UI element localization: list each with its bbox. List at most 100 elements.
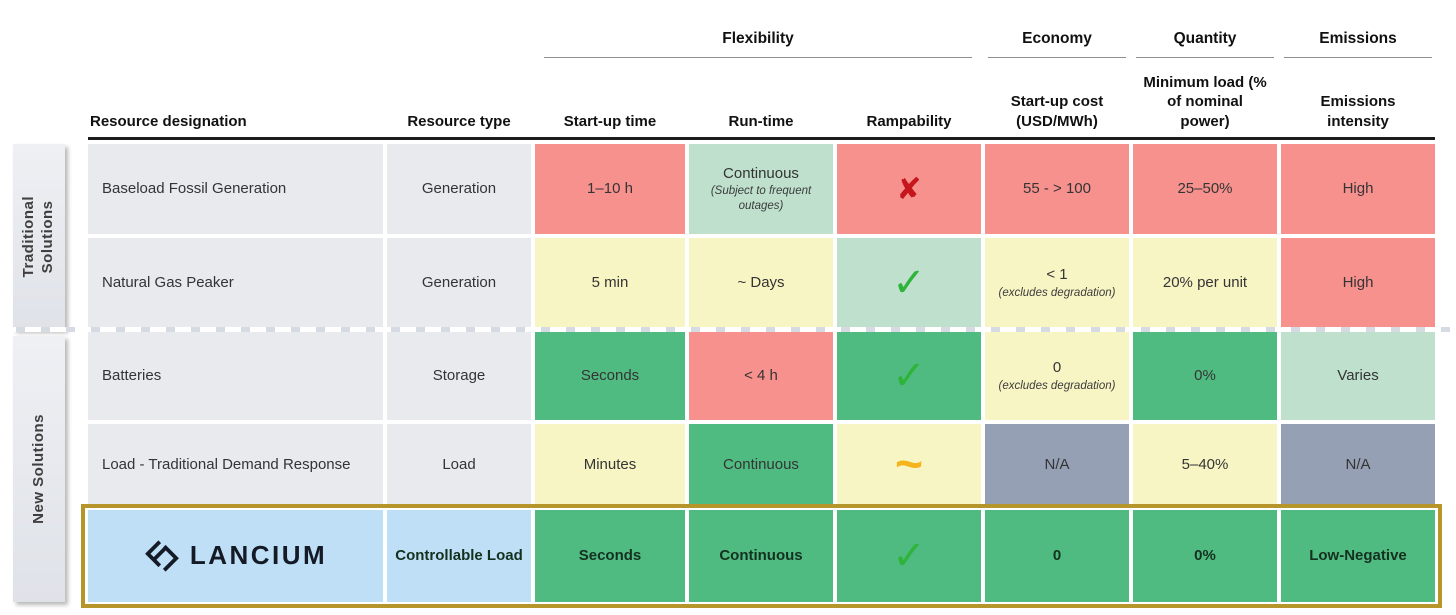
cell-text: High (1342, 274, 1374, 292)
table-cell: Continuous (Subject to frequent outages) (689, 144, 833, 234)
cell-text: ~ Days (737, 274, 785, 292)
table-cell: ✘ (837, 144, 981, 234)
table-cell: 0 (985, 510, 1129, 602)
table-cell: ~ Days (689, 238, 833, 328)
cell-text: Minutes (583, 456, 637, 474)
section-label-text: New Solutions (29, 414, 47, 524)
column-header-startup-time: Start-up time (563, 112, 657, 130)
table-cell: Generation (387, 238, 531, 328)
group-label: Economy (1022, 30, 1092, 47)
cell-text: 0 (1052, 547, 1062, 565)
table-cell: Varies (1281, 332, 1435, 420)
table-cell: Natural Gas Peaker (88, 238, 383, 328)
table-cell: Batteries (88, 332, 383, 420)
table-cell: 0% (1133, 510, 1277, 602)
table-cell: N/A (985, 424, 1129, 506)
cell-text: Natural Gas Peaker (102, 274, 234, 292)
table-cell: 25–50% (1133, 144, 1277, 234)
check-icon: ✓ (892, 261, 926, 305)
group-underline (987, 57, 1127, 58)
group-header-emissions: Emissions (1281, 4, 1435, 58)
table-cell: 55 - > 100 (985, 144, 1129, 234)
check-icon: ✓ (892, 354, 926, 398)
table-cell: 1–10 h (535, 144, 685, 234)
group-header-economy: Economy (985, 4, 1129, 58)
cell-text: Continuous (723, 164, 799, 182)
table-cell: Continuous (689, 424, 833, 506)
cell-text: Generation (421, 274, 497, 292)
cell-text: 0 (1052, 359, 1062, 377)
table-cell: 0% (1133, 332, 1277, 420)
cell-text: Continuous (723, 456, 799, 474)
table-cell: 0 (excludes degradation) (985, 332, 1129, 420)
cell-text: Varies (1337, 367, 1379, 385)
column-header-minimum-load: Minimum load (% of nominal power) (1143, 73, 1267, 130)
cell-text: Batteries (102, 367, 162, 385)
group-label: Emissions (1319, 30, 1397, 47)
cell-text: 5 min (591, 274, 629, 292)
table-cell: Storage (387, 332, 531, 420)
table-cell: N/A (1281, 424, 1435, 506)
table-cell: Minutes (535, 424, 685, 506)
cell-text: 0% (1194, 547, 1216, 565)
tilde-icon: ~ (894, 437, 924, 491)
cell-text: 55 - > 100 (1023, 180, 1091, 198)
column-header-resource-type: Resource type (407, 112, 511, 130)
table-cell: < 4 h (689, 332, 833, 420)
cell-text: Load - Traditional Demand Response (102, 456, 351, 474)
cell-text: N/A (1345, 456, 1371, 474)
table-cell: ✓ (837, 238, 981, 328)
column-header-rampability: Rampability (866, 112, 952, 130)
cell-text: 20% per unit (1162, 274, 1248, 292)
group-underline (1284, 57, 1432, 58)
cell-text: Seconds (580, 367, 640, 385)
section-label-traditional-solutions: Traditional Solutions (13, 144, 65, 330)
section-label-text: Traditional Solutions (20, 196, 56, 278)
cell-text: < 4 h (744, 367, 778, 385)
group-label: Quantity (1173, 30, 1237, 47)
cell-text: 5–40% (1181, 456, 1229, 474)
table-cell: Controllable Load (387, 510, 531, 602)
table-cell: 5 min (535, 238, 685, 328)
header-rule (88, 137, 1435, 140)
group-label: Flexibility (722, 30, 794, 47)
cell-text: N/A (1044, 456, 1070, 474)
cell-text: < 1 (1046, 266, 1068, 284)
cell-text: 1–10 h (587, 180, 633, 198)
cell-subtext: (excludes degradation) (998, 379, 1116, 392)
table-cell: ~ (837, 424, 981, 506)
group-header-quantity: Quantity (1133, 4, 1277, 58)
table-cell: Load - Traditional Demand Response (88, 424, 383, 506)
table-cell: Continuous (689, 510, 833, 602)
column-header-run-time: Run-time (728, 112, 794, 130)
table-cell: High (1281, 144, 1435, 234)
section-label-new-solutions: New Solutions (13, 336, 65, 602)
cell-text: Seconds (578, 547, 642, 565)
cell-subtext: (Subject to frequent outages) (710, 185, 812, 213)
cell-text: High (1342, 180, 1374, 198)
table-grid: Flexibility Economy Quantity Emissions R… (81, 4, 1442, 608)
cross-icon: ✘ (896, 172, 922, 206)
group-underline (543, 57, 973, 58)
table-cell: Seconds (535, 510, 685, 602)
cell-text: Load (442, 456, 476, 474)
table-cell: Seconds (535, 332, 685, 420)
lancium-logo-cell: LANCIUM (88, 510, 383, 602)
cell-text: Low-Negative (1309, 547, 1407, 565)
table-cell: 20% per unit (1133, 238, 1277, 328)
table-cell: Low-Negative (1281, 510, 1435, 602)
lancium-logo-icon (144, 540, 179, 572)
column-header-startup-cost: Start-up cost (USD/MWh) (1010, 93, 1104, 130)
group-header-flexibility: Flexibility (535, 4, 981, 58)
cell-text: 25–50% (1177, 180, 1233, 198)
cell-text: Generation (421, 180, 497, 198)
table-cell: High (1281, 238, 1435, 328)
lancium-wordmark: LANCIUM (189, 540, 328, 571)
column-header-emissions-intensity: Emissions intensity (1320, 93, 1396, 130)
cell-text: Storage (432, 367, 486, 385)
cell-subtext: (excludes degradation) (998, 286, 1116, 299)
section-divider-dashed (0, 327, 1456, 332)
table-cell: Generation (387, 144, 531, 234)
table-cell: Baseload Fossil Generation (88, 144, 383, 234)
